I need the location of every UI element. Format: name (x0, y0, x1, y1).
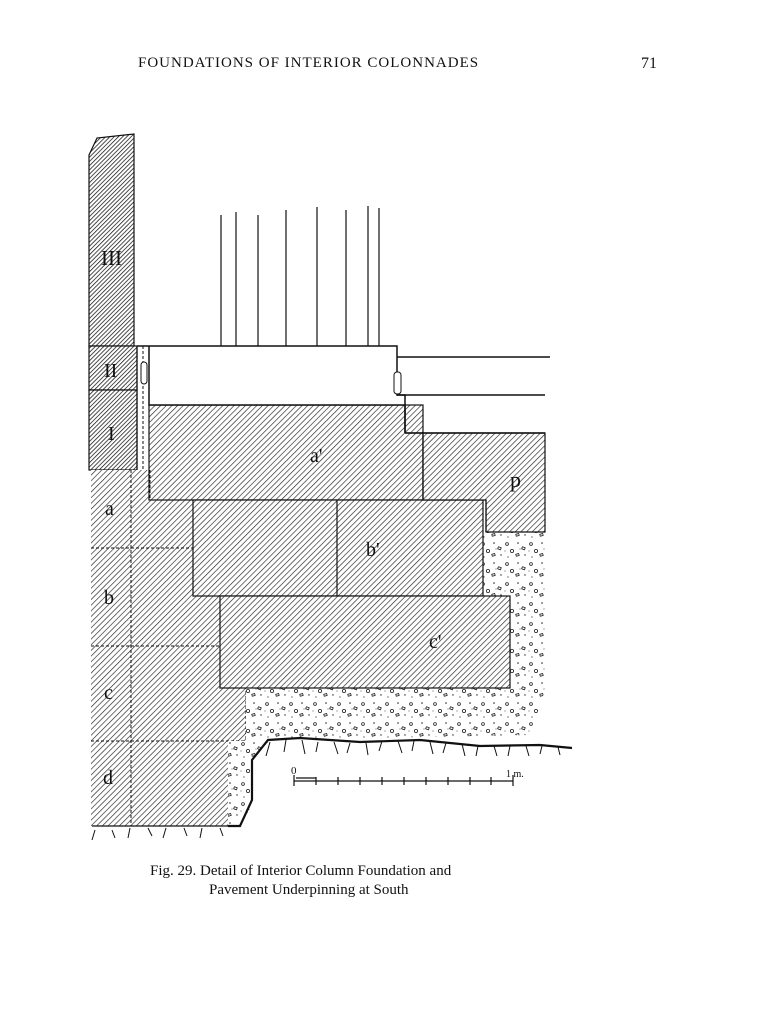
bedrock-line (228, 736, 573, 828)
label-a: a (105, 498, 114, 520)
column-base (137, 345, 406, 433)
label-I: I (108, 423, 115, 445)
foundation-course-d (91, 741, 228, 826)
label-II: II (104, 360, 117, 382)
caption-line-1: Fig. 29. Detail of Interior Column Found… (150, 863, 452, 879)
page-header-title: FOUNDATIONS OF INTERIOR COLONNADES (138, 55, 480, 71)
column-shaft-lines (220, 206, 380, 346)
label-b-prime: b' (366, 539, 380, 561)
pavement-slab (397, 356, 550, 434)
caption-line-2: Pavement Underpinning at South (209, 882, 409, 898)
label-III: III (101, 246, 122, 270)
label-d: d (103, 767, 113, 789)
foundation-block-c-prime (219, 595, 511, 689)
foundation-block-a-prime (148, 404, 424, 501)
scale-start-label: 0 (291, 765, 297, 777)
figure-caption: Fig. 29. Detail of Interior Column Found… (150, 862, 590, 900)
scale-bar (293, 775, 514, 786)
rubble-fill (228, 532, 545, 826)
wall-course-III (88, 133, 135, 347)
foundation-block-b-prime (192, 499, 484, 597)
label-c-prime: c' (429, 631, 441, 653)
label-b: b (104, 587, 114, 609)
label-p: p (510, 467, 521, 492)
label-c: c (104, 682, 113, 704)
scale-end-label: 1 m. (506, 769, 524, 780)
label-a-prime: a' (310, 445, 322, 467)
page-number: 71 (641, 55, 657, 72)
